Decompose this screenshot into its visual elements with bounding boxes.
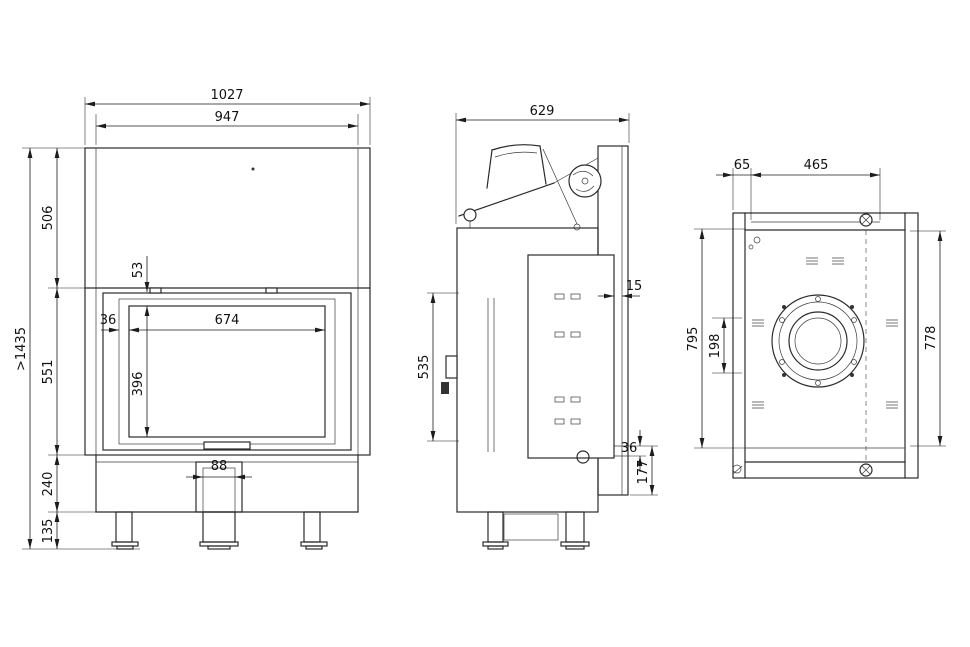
side-leg-front (487, 511, 504, 543)
dim-label-88: 88 (211, 459, 228, 474)
hinge-right (265, 287, 278, 294)
rear-port (576, 450, 590, 464)
dim-label-535: 535 (417, 355, 432, 380)
dim-label-36-front: 36 (100, 313, 117, 328)
dim-label-506: 506 (41, 206, 56, 231)
side-door-handle (445, 355, 458, 379)
dim-label-53: 53 (131, 262, 146, 279)
rear-view: 65 465 795 198 778 (686, 158, 946, 479)
dim-label-135: 135 (41, 519, 56, 544)
dim-side-base-depth: 177 (630, 446, 658, 496)
dim-front-inner-width: 947 (95, 110, 359, 145)
screw-bottom (859, 463, 873, 477)
dim-label-465: 465 (804, 158, 829, 173)
latch (441, 382, 449, 394)
dim-front-glass-height: 396 (131, 306, 150, 437)
side-leg-rear (565, 511, 585, 543)
dim-label-1027: 1027 (210, 88, 243, 103)
vent-slots (752, 257, 898, 409)
dim-rear-flue-center-offset: 198 (708, 317, 742, 374)
flue-collar (486, 149, 493, 189)
dim-side-baffle-gap: 15 (598, 279, 643, 299)
front-body (84, 147, 371, 550)
hood-mark (251, 167, 255, 171)
dim-front-drawer-width: 88 (186, 459, 252, 480)
dim-label-551: 551 (41, 360, 56, 385)
air-intake-knob (463, 208, 477, 222)
screw-top (859, 213, 873, 227)
dim-rear-left-height: 795 (686, 228, 745, 449)
dim-label-795: 795 (686, 327, 701, 352)
side-view: 629 15 535 36 177 (417, 104, 658, 550)
fan-icon (568, 164, 602, 198)
dim-label-198: 198 (708, 334, 723, 359)
damper-rod (542, 148, 578, 225)
pedestal-center (202, 511, 236, 543)
dim-label-total-height: >1435 (14, 327, 29, 371)
dim-label-177: 177 (636, 460, 651, 485)
dim-rear-outlet-width: 465 (751, 158, 881, 220)
dim-label-36-side: 36 (621, 441, 638, 456)
dim-label-947: 947 (215, 110, 240, 125)
dim-front-total-height: >1435 (14, 148, 33, 549)
dim-front-glass-top-offset: 53 (131, 256, 150, 292)
baffle-panel (527, 254, 615, 459)
dim-label-15: 15 (626, 279, 643, 294)
dim-side-door-height: 535 (417, 292, 459, 442)
dim-front-overall-width: 1027 (84, 88, 371, 145)
front-view: 1027 947 506 551 240 135 >1435 (14, 88, 371, 550)
dim-label-240: 240 (41, 472, 56, 497)
dim-front-glass-width: 674 (129, 313, 325, 333)
leg-right (303, 511, 321, 543)
dim-rear-right-height: 778 (910, 230, 946, 447)
ash-drawer-inner (202, 467, 236, 513)
leg-left (115, 511, 133, 543)
glass-pane (128, 305, 326, 438)
side-body (441, 144, 629, 550)
flue-opening (771, 294, 865, 388)
dim-label-674: 674 (215, 313, 240, 328)
hinge-left (149, 287, 162, 294)
dim-label-778: 778 (924, 326, 939, 351)
dim-label-629: 629 (530, 104, 555, 119)
rear-body (732, 212, 919, 479)
dim-front-height-chain: 506 551 240 135 (22, 147, 140, 550)
dim-label-65: 65 (734, 158, 751, 173)
hook (732, 464, 743, 475)
side-drawer (503, 513, 559, 541)
dim-rear-edge-offset: 65 (716, 158, 752, 220)
dim-side-depth: 629 (455, 104, 630, 224)
door-frame (102, 292, 352, 451)
dim-label-396: 396 (131, 372, 146, 397)
door-handle (203, 441, 251, 450)
dim-front-glass-side-offset: 36 (100, 313, 119, 333)
